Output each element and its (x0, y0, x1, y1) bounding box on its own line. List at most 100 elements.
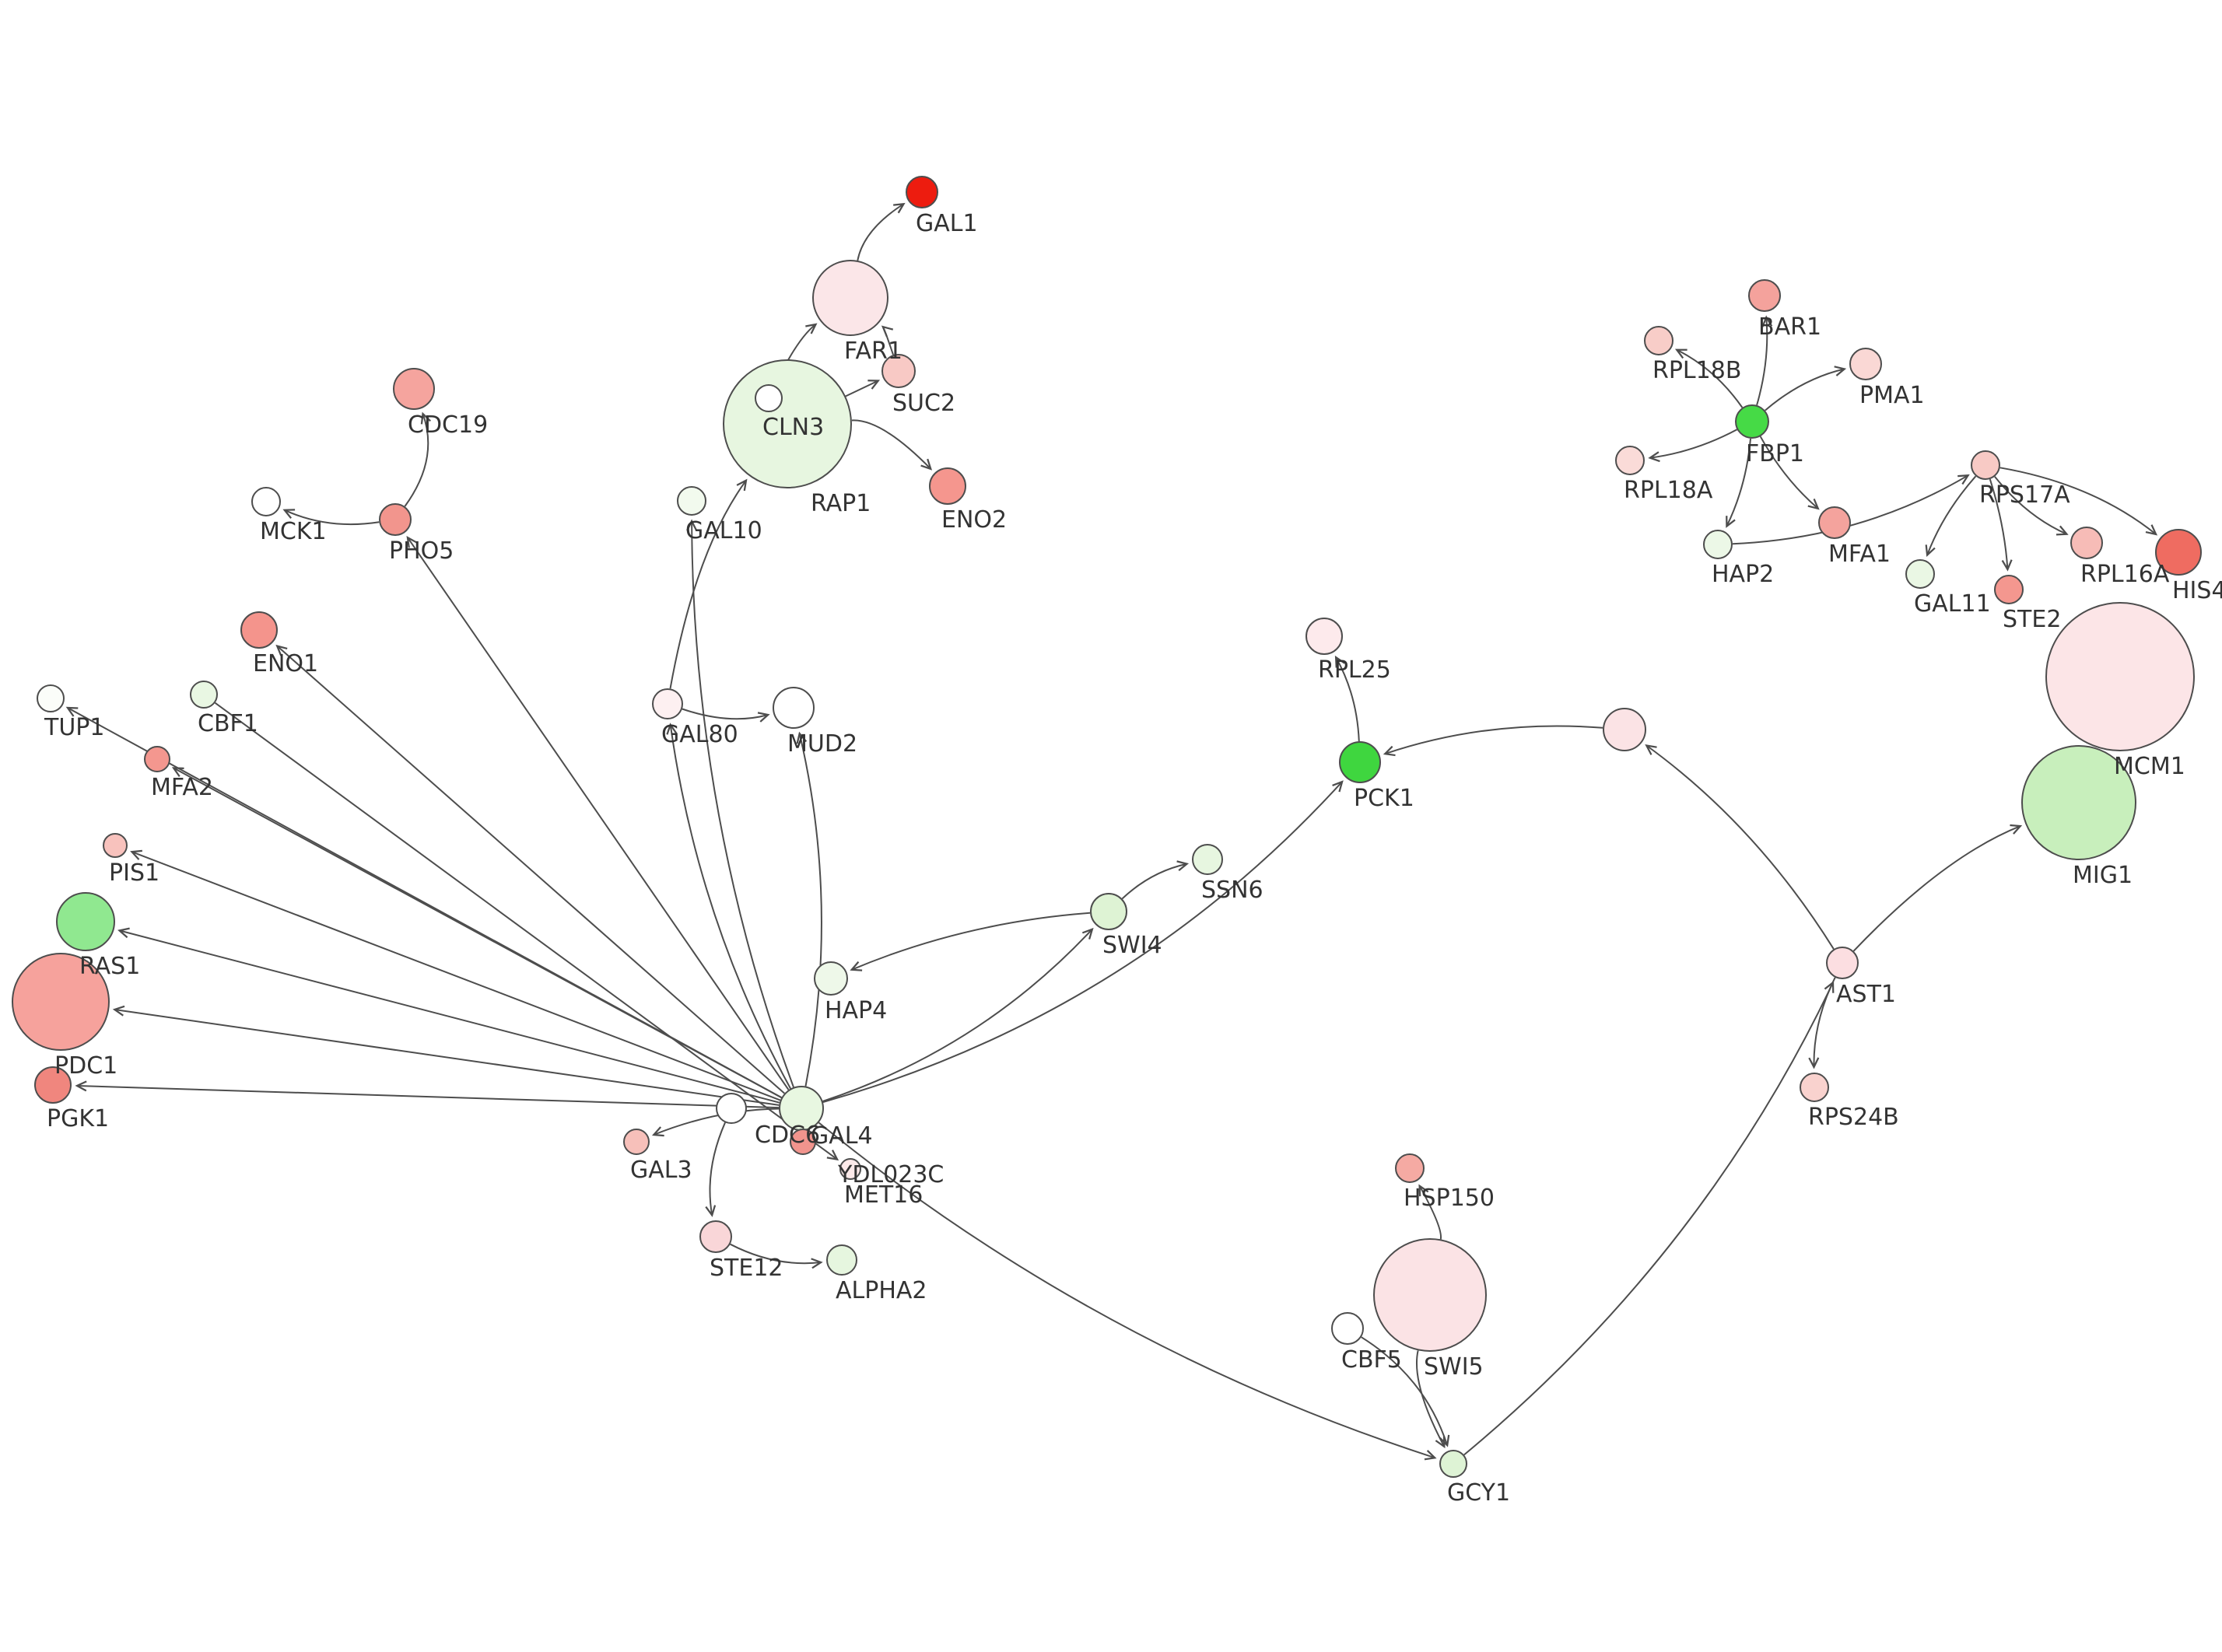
node-TUP1[interactable] (37, 684, 65, 712)
node-RAP1[interactable] (723, 359, 852, 488)
edge-GAL4-GCY1[interactable] (818, 1122, 1437, 1461)
node-MET16[interactable] (839, 1158, 861, 1180)
node-SWI4[interactable] (1090, 893, 1127, 930)
node-GAL80[interactable] (652, 688, 683, 719)
edge-SWI5-HSP150[interactable] (1418, 1184, 1442, 1240)
node-HAP4[interactable] (814, 961, 848, 996)
node-RPS24B[interactable] (1800, 1073, 1829, 1102)
node-STE12[interactable] (699, 1220, 732, 1253)
edge-FAR1-GAL1[interactable] (857, 202, 906, 261)
node-ALPHA2[interactable] (826, 1244, 857, 1276)
edge-SUC2-FAR1[interactable] (881, 325, 894, 355)
edge-CBF5-GCY1[interactable] (1361, 1336, 1450, 1447)
node-RAS1[interactable] (56, 892, 115, 951)
edge-FBP1-RPL18A[interactable] (1648, 429, 1738, 463)
node-HIS4[interactable] (2155, 529, 2202, 576)
node-HSP150[interactable] (1395, 1153, 1425, 1183)
edge-RPS17A-HIS4[interactable] (1999, 467, 2158, 536)
edge-GAL4-PIS1[interactable] (130, 849, 781, 1101)
edge-FBP1-BAR1[interactable] (1756, 315, 1773, 406)
edge-GAL4-PHO5[interactable] (406, 536, 790, 1090)
edge-GAL4-SWI4[interactable] (822, 927, 1094, 1102)
edge-FBP1-PMA1[interactable] (1765, 366, 1847, 411)
edge-AST1-MIG1[interactable] (1852, 824, 2023, 952)
edge-CDC6-STE12[interactable] (705, 1122, 726, 1217)
node-PIS1[interactable] (103, 833, 128, 858)
node-RPL16A[interactable] (2070, 527, 2103, 559)
node-CDC6[interactable] (716, 1093, 747, 1124)
edge-RPS17A-RPL16A[interactable] (1994, 476, 2069, 536)
node-PMA1[interactable] (1849, 348, 1882, 380)
node-PCK1[interactable] (1339, 741, 1381, 783)
node-CBF5[interactable] (1331, 1312, 1364, 1345)
edge-RPS17A-GAL11[interactable] (1925, 475, 1977, 558)
edge-GAL4-GAL10[interactable] (686, 519, 794, 1088)
node-STE2[interactable] (1994, 575, 2024, 604)
node-CLN3[interactable] (755, 384, 783, 412)
edge-STE12-ALPHA2[interactable] (730, 1243, 823, 1269)
edge-RPS17A-STE2[interactable] (1989, 478, 2013, 572)
node-FAR1[interactable] (812, 260, 888, 336)
node-ENO2[interactable] (929, 467, 966, 505)
edge-GAL4-PGK1[interactable] (75, 1080, 780, 1109)
node-GAL11[interactable] (1905, 559, 1935, 589)
node-GCY1[interactable] (1439, 1450, 1467, 1478)
edge-FBP1-MFA1[interactable] (1759, 436, 1820, 510)
node-SSN6[interactable] (1192, 844, 1223, 875)
edge-GAL4-ENO1[interactable] (275, 644, 785, 1094)
edge-GAL4-MUD2[interactable] (796, 731, 822, 1087)
edge-GCY1-AST1[interactable] (1463, 981, 1835, 1456)
edge-RAP1-ENO2[interactable] (851, 419, 933, 471)
node-GAL10[interactable] (677, 486, 706, 516)
node-PDC1[interactable] (12, 953, 110, 1051)
node-NODE1[interactable] (1603, 708, 1646, 751)
edge-GAL80-RAP1[interactable] (669, 478, 748, 689)
edge-GAL4-MFA2[interactable] (171, 767, 782, 1099)
node-MCK1[interactable] (251, 487, 281, 516)
edge-AST1-RPS24B[interactable] (1808, 977, 1836, 1069)
node-PHO5[interactable] (379, 503, 412, 536)
node-PGK1[interactable] (34, 1066, 72, 1104)
edge-GAL80-MUD2[interactable] (682, 708, 770, 723)
edge-SWI4-SSN6[interactable] (1121, 860, 1190, 900)
edge-PCK1-RPL25[interactable] (1334, 655, 1360, 742)
node-FBP1[interactable] (1735, 404, 1769, 439)
node-GAL3[interactable] (623, 1129, 650, 1155)
node-MFA2[interactable] (144, 746, 170, 772)
edge-GAL4-PDC1[interactable] (112, 1005, 780, 1106)
edge-PHO5-CDC19[interactable] (404, 411, 431, 507)
node-GAL1[interactable] (906, 176, 938, 208)
node-ENO1[interactable] (240, 611, 278, 649)
node-CBF1[interactable] (190, 681, 218, 709)
node-HAP2[interactable] (1703, 530, 1733, 559)
edge-SWI5-GCY1[interactable] (1415, 1350, 1446, 1449)
node-RPL25[interactable] (1306, 618, 1343, 655)
node-MUD2[interactable] (773, 687, 815, 729)
node-MCM1[interactable] (2045, 602, 2195, 751)
node-RPL18A[interactable] (1615, 446, 1645, 475)
node-RPL18B[interactable] (1644, 326, 1674, 355)
edge-RAP1-SUC2[interactable] (844, 380, 881, 397)
edge-CBF1-MET16[interactable] (214, 702, 839, 1161)
edge-GAL4-GAL80[interactable] (666, 723, 791, 1090)
edge-FBP1-HAP2[interactable] (1726, 438, 1751, 528)
edge-HAP2-RPS17A[interactable] (1732, 474, 1970, 545)
node-RPS17A[interactable] (1971, 450, 2000, 480)
node-BAR1[interactable] (1748, 279, 1781, 312)
node-MIG1[interactable] (2021, 745, 2136, 860)
edge-GAL4-RAS1[interactable] (117, 927, 780, 1104)
node-SUC2[interactable] (881, 354, 916, 388)
edge-GAL4-PCK1[interactable] (822, 780, 1344, 1103)
edge-FBP1-RPL18B[interactable] (1674, 348, 1744, 408)
edge-GAL4-GAL3[interactable] (651, 1108, 780, 1137)
edge-NODE1-PCK1[interactable] (1383, 725, 1603, 757)
node-AST1[interactable] (1826, 947, 1859, 979)
node-YDL023C[interactable] (790, 1129, 816, 1155)
edge-AST1-NODE1[interactable] (1645, 744, 1835, 950)
edge-SWI4-HAP4[interactable] (850, 912, 1091, 971)
edge-PHO5-MCK1[interactable] (282, 509, 380, 526)
node-MFA1[interactable] (1818, 506, 1851, 539)
node-CDC19[interactable] (393, 368, 435, 410)
